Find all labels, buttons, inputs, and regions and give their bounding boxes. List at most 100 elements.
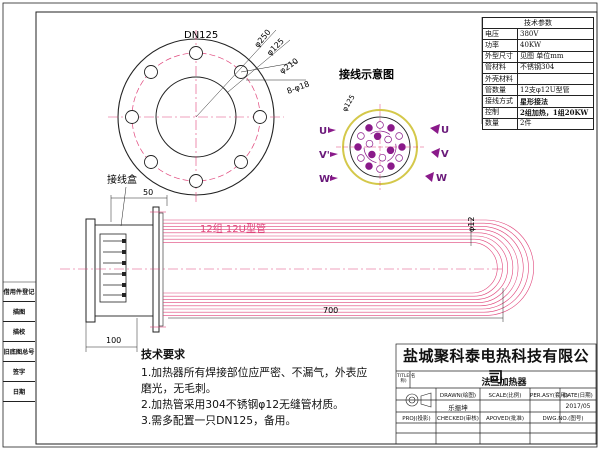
terminal-v: V <box>441 149 449 160</box>
revision-sidebar: 借用件登记 描图 描校 旧底图总号 签字 日期 <box>3 282 35 402</box>
date-value: 2017/05 <box>565 403 591 410</box>
spec-key: 数量 <box>482 117 518 130</box>
tube-terminal-dot <box>378 153 387 162</box>
notes-item: 2.加热管采用304不锈钢φ12无缝管材质。 <box>141 398 344 411</box>
title-caption: TITLE(名称) <box>397 374 416 384</box>
dim-d210: φ210 <box>278 56 300 75</box>
bolt-hole <box>234 155 248 169</box>
junction-box-cover <box>85 218 96 323</box>
approved-caption: APOVED(批准) <box>485 416 525 422</box>
terminal-v-prime: V' <box>319 150 330 161</box>
spec-key: 外壳材料 <box>482 72 518 86</box>
dim-d12: φ12 <box>467 217 476 232</box>
notes-title: 技术要求 <box>141 348 185 361</box>
terminal-w: W <box>436 173 447 184</box>
spec-value: 2件 <box>517 117 594 130</box>
bolt-hole <box>253 110 267 124</box>
spec-key: 管数量 <box>482 84 518 97</box>
sidebar-item: 借用件登记 <box>3 282 35 302</box>
tube-terminal-dot <box>398 143 406 151</box>
flange-plate <box>152 206 160 333</box>
tube-terminal-dot <box>365 162 373 170</box>
per-set-caption: PER.ASY(套用) <box>530 393 569 399</box>
spec-key: 控制 <box>482 106 518 119</box>
spec-value: 2组加热，1组20KW <box>517 106 594 119</box>
u-tube <box>163 226 524 310</box>
u-tube <box>163 242 498 294</box>
checked-caption: CHECKED(审核) <box>437 416 479 422</box>
sidebar-item: 旧底图总号 <box>3 342 35 362</box>
sidebar-item: 描图 <box>3 302 35 322</box>
tube-terminal-dot <box>376 121 384 129</box>
sidebar-item: 日期 <box>3 382 35 402</box>
heating-tube-terminals <box>354 121 406 173</box>
dwg-no-caption: DWG.NO.(图号) <box>542 416 584 422</box>
u-tube <box>163 232 514 303</box>
spec-value: 40KW <box>517 39 594 52</box>
heater-side-view: 接线盒 50 <box>60 173 534 352</box>
sidebar-item: 签字 <box>3 362 35 382</box>
spec-key: 外型尺寸 <box>482 50 518 63</box>
tube-terminal-dot <box>365 124 373 132</box>
spec-key: 接线方式 <box>482 95 518 108</box>
tube-terminal-dot <box>386 146 395 155</box>
tube-terminal-dot <box>354 143 362 151</box>
spec-value: 星形接法 <box>517 95 594 108</box>
spec-value: 380V <box>517 28 594 41</box>
spec-table-header: 技术参数 <box>482 16 594 30</box>
drawn-caption: DRAWN(绘图) <box>439 393 477 399</box>
wiring-title: 接线示意图 <box>339 67 394 81</box>
spec-key: 功率 <box>482 39 518 52</box>
bus-bar-arc <box>363 147 377 163</box>
wiring-diagram: 接线示意图 φ125 U' U V' V W W' <box>319 67 449 190</box>
projection-symbol <box>405 392 432 408</box>
tube-terminal-dot <box>395 154 403 162</box>
tube-terminal-dot <box>373 132 382 141</box>
inner-frame <box>35 11 598 445</box>
terminal-u: U <box>441 125 449 136</box>
flange-size-label: DN125 <box>184 30 218 41</box>
bolt-hole <box>144 65 158 79</box>
u-tube <box>163 235 508 300</box>
spec-value: 不锈钢304 <box>517 61 594 74</box>
u-tube <box>163 229 519 307</box>
dim-bolt-holes: 8-φ18 <box>286 79 311 95</box>
terminal-w-prime: W' <box>319 174 333 185</box>
company-name: 盐城聚科泰电热科技有限公司 <box>402 347 589 386</box>
bolt-hole <box>189 174 203 188</box>
tube-terminal-dot <box>395 132 403 140</box>
tube-terminal-dot <box>357 132 365 140</box>
tube-terminal-dot <box>376 165 384 173</box>
sidebar-item: 描校 <box>3 322 35 342</box>
tube-terminal-dot <box>387 162 395 170</box>
tube-terminal-dot <box>387 124 395 132</box>
spec-value <box>517 72 594 86</box>
bolt-hole <box>144 155 158 169</box>
spec-key: 管材料 <box>482 61 518 74</box>
phase-arrows <box>328 124 440 182</box>
u-tube <box>163 238 503 297</box>
title-block-grid <box>395 343 597 445</box>
notes-item: 3.需多配置一只DN125，备用。 <box>141 414 297 427</box>
drawing-title: 法兰加热器 <box>481 378 527 388</box>
scale-caption: SCALE(比例) <box>488 393 522 399</box>
tube-group-label: 12组 12U型管 <box>200 222 266 235</box>
tube-terminal-dot <box>357 154 365 162</box>
notes-item: 1.加热器所有焊接部位应严密、不漏气，外表应 <box>141 366 368 379</box>
date-caption: DATE(日期) <box>563 393 593 399</box>
tube-terminal-dot <box>365 139 374 148</box>
drawn-by: 乐振坤 <box>448 404 468 412</box>
dim-700: 700 <box>323 306 338 315</box>
terminal-block <box>99 233 127 303</box>
dim-50: 50 <box>143 188 153 197</box>
flange-front-view: DN125 φ250 φ125 φ210 8-φ18 <box>108 28 311 204</box>
projection-caption: PROJ(投影) <box>402 416 431 422</box>
bus-bar-arc <box>387 143 397 162</box>
junction-box-label: 接线盒 <box>107 173 137 186</box>
bolt-holes <box>125 46 267 188</box>
spec-key: 电压 <box>482 28 518 41</box>
tube-terminal-dot <box>384 135 392 144</box>
terminal-u-prime: U' <box>319 126 330 137</box>
